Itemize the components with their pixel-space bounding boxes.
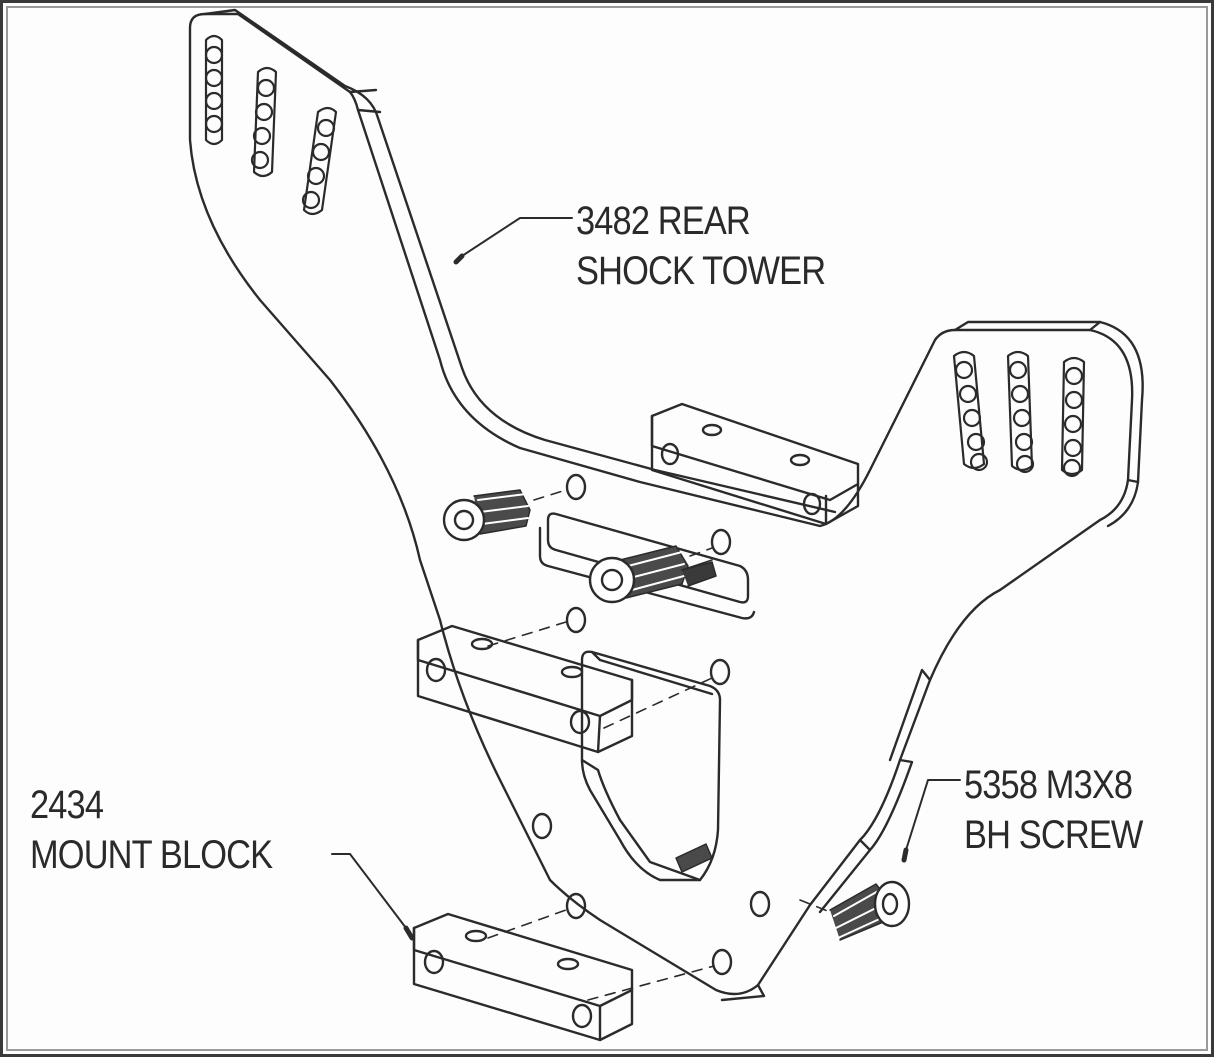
plate-holes xyxy=(531,473,771,976)
shock-tower-edge-right xyxy=(953,320,1144,528)
callout-mount-block-line1: 2434 xyxy=(30,783,104,827)
bh-screw-5358 xyxy=(829,880,911,941)
leader-arrow-icon xyxy=(403,925,415,941)
assembly-lines xyxy=(487,489,831,1001)
upper-cutout xyxy=(546,512,750,604)
middle-mount-block xyxy=(416,624,634,754)
shock-tower-bottom-edge xyxy=(720,983,766,1002)
leader-arrow-icon xyxy=(453,253,465,265)
mount-block-2434 xyxy=(412,912,634,1042)
leader-arrow-icon xyxy=(901,847,909,863)
callout-mount-block-line2: MOUNT BLOCK xyxy=(30,833,273,877)
rear-shock-tower xyxy=(188,8,1144,1002)
bh-screw-upper-left xyxy=(442,489,531,542)
upper-left-slots xyxy=(204,34,338,216)
leader-mount-block xyxy=(331,853,407,929)
callout-shock-tower-line2: SHOCK TOWER xyxy=(576,249,826,293)
leader-screw xyxy=(905,779,961,851)
lower-cutout xyxy=(580,650,722,882)
callout-leaders xyxy=(331,217,961,941)
upper-right-slots xyxy=(952,350,1086,478)
upper-mount-block xyxy=(650,402,860,526)
leader-shock-tower xyxy=(461,217,573,257)
callout-mount-block: 2434 MOUNT BLOCK xyxy=(30,780,273,880)
callout-screw-line1: 5358 M3X8 xyxy=(964,763,1133,807)
shock-tower-edge-inner xyxy=(348,88,382,114)
small-screw-cutout xyxy=(675,559,713,873)
upper-cutout-edge xyxy=(538,526,756,620)
callout-screw-line2: BH SCREW xyxy=(964,813,1143,857)
callout-screw: 5358 M3X8 BH SCREW xyxy=(964,760,1143,860)
callout-shock-tower: 3482 REAR SHOCK TOWER xyxy=(576,196,826,296)
lower-cutout-edge xyxy=(580,650,714,882)
shock-tower-lower-edge xyxy=(818,668,932,914)
bh-screw-center xyxy=(588,545,717,604)
shock-tower-corner-edges xyxy=(1088,320,1140,484)
shock-tower-outline xyxy=(188,12,1134,996)
callout-shock-tower-line1: 3482 REAR xyxy=(576,199,751,243)
